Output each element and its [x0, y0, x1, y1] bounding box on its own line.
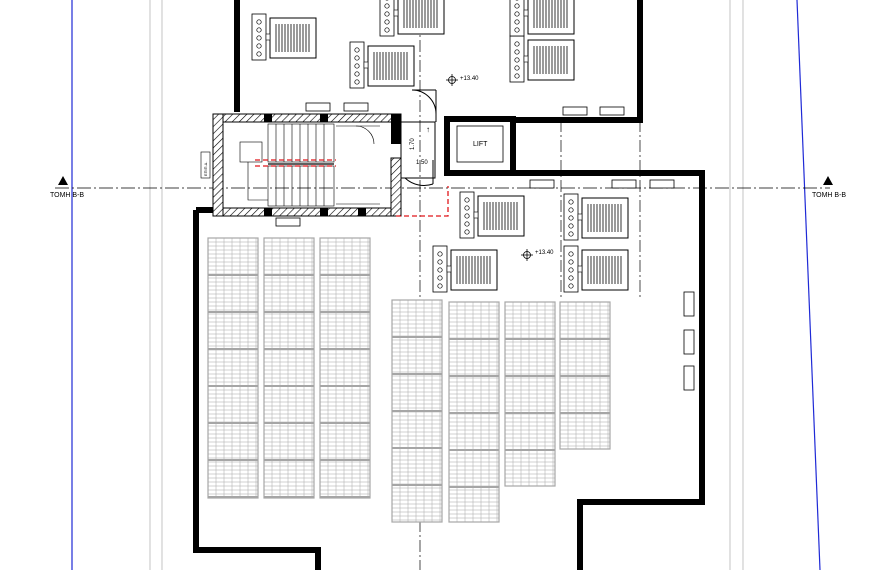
door-dimension: 1.70 — [410, 138, 416, 150]
lift-car — [456, 125, 504, 163]
level-lower: +13.40 — [535, 250, 554, 256]
hvac-unit — [459, 191, 525, 239]
hvac-unit — [509, 35, 575, 83]
lift-label: LIFT — [473, 141, 488, 148]
corridor — [400, 89, 437, 186]
section-label-left: TOMH B-B — [50, 192, 84, 199]
solar-panel-column — [504, 301, 556, 487]
solar-panel-column — [207, 237, 259, 499]
section-marker-right-icon — [823, 176, 833, 185]
solar-panel-column — [391, 299, 443, 523]
stair-core — [212, 113, 402, 217]
solar-panel-column — [319, 237, 371, 499]
building-walls — [193, 0, 705, 570]
site-lines — [149, 0, 744, 570]
up-arrow-icon: ↑ — [426, 125, 430, 134]
level-upper: +13.40 — [460, 76, 479, 82]
escape-route — [255, 159, 449, 217]
solar-panel-column — [448, 301, 500, 523]
section-label-right: TOMH B-B — [812, 192, 846, 199]
solar-panel-column — [559, 301, 611, 450]
hvac-unit — [563, 193, 629, 241]
hvac-unit — [251, 13, 317, 61]
roof-vents — [275, 102, 695, 391]
hvac-unit — [349, 41, 415, 89]
hvac-unit — [509, 0, 575, 37]
level-marker-lower: +13.40 — [521, 249, 554, 261]
hvac-unit — [379, 0, 445, 37]
stair-treads — [239, 123, 380, 207]
level-marker-upper: +13.40 — [446, 74, 479, 86]
landing-dimension: 1.50 — [416, 160, 428, 166]
hvac-unit — [432, 245, 498, 293]
section-marker-left-icon — [58, 176, 68, 185]
hvac-units — [251, 0, 629, 293]
hvac-unit — [563, 245, 629, 293]
solar-panel-column — [263, 237, 315, 499]
side-note: ΕΠΙΠ.Δ. — [203, 162, 208, 176]
property-lines — [71, 0, 821, 570]
solar-panels — [207, 237, 611, 523]
side-note-box — [200, 151, 211, 179]
